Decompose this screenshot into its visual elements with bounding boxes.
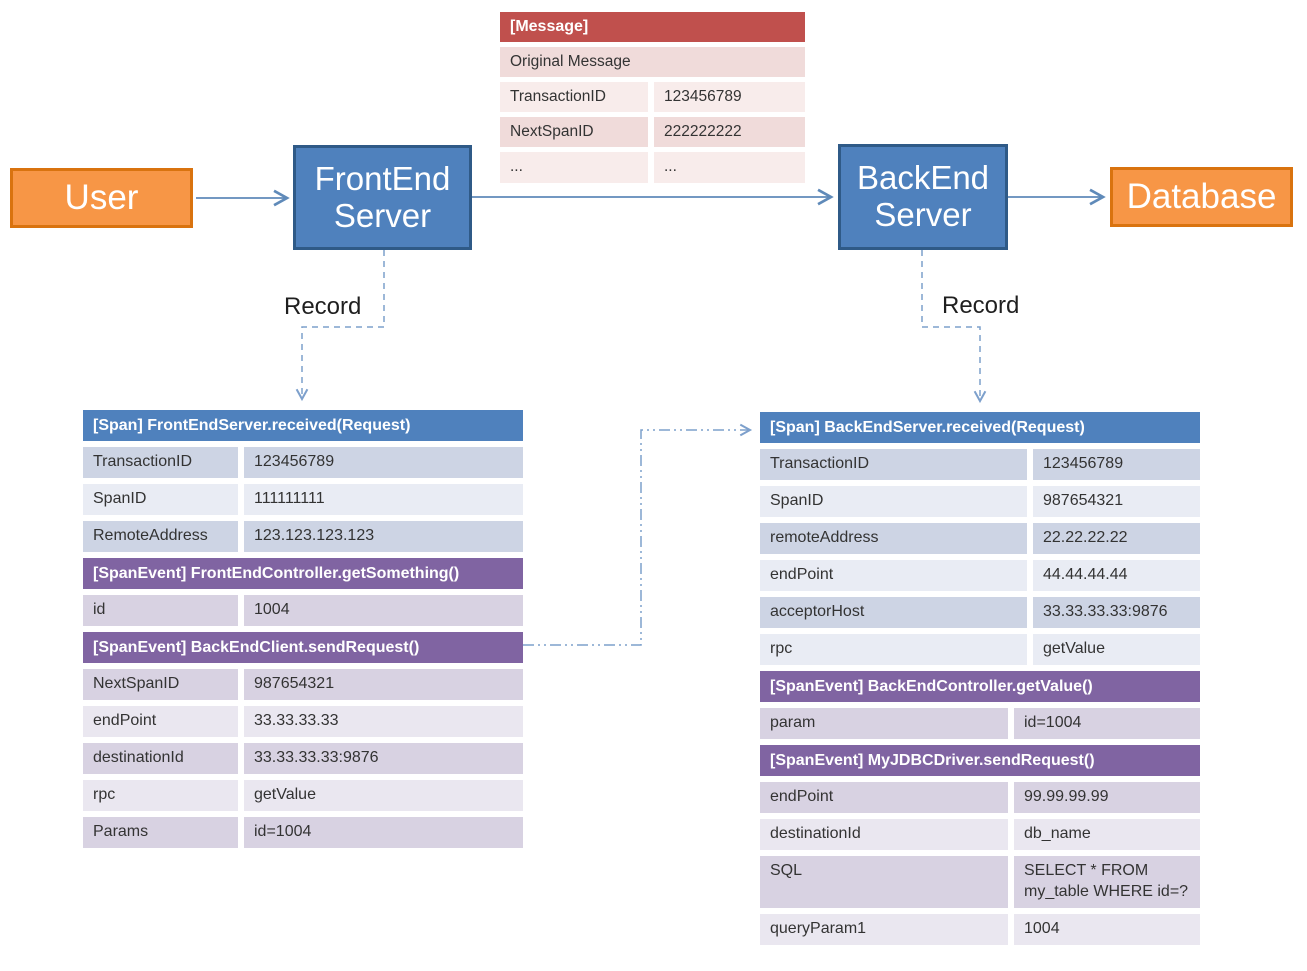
- row-key: NextSpanID: [83, 669, 238, 700]
- arrow-sendrequest-to-span: [523, 423, 753, 646]
- section-header-spanevent: [SpanEvent] MyJDBCDriver.sendRequest(): [760, 745, 1200, 776]
- record-label-frontend: Record: [284, 293, 362, 320]
- frontend-server-box: FrontEnd Server: [293, 145, 472, 250]
- row-key: SpanID: [83, 484, 238, 515]
- arrow-record-frontend: [295, 250, 385, 402]
- row-key: TransactionID: [83, 447, 238, 478]
- row-key: TransactionID: [500, 82, 648, 113]
- row-key: queryParam1: [760, 913, 1008, 945]
- row-key: SQL: [760, 856, 1008, 908]
- row-value: 123.123.123.123: [244, 521, 523, 552]
- row-value: getValue: [1033, 634, 1200, 665]
- backend-server-box: BackEnd Server: [838, 144, 1008, 250]
- record-label-backend: Record: [942, 292, 1020, 319]
- row-key: Original Message: [500, 47, 805, 78]
- backend-span-table: [Span] BackEndServer.received(Request) Tr…: [760, 412, 1200, 945]
- section-header-span: [Span] FrontEndServer.received(Request): [83, 410, 523, 441]
- row-value: id=1004: [244, 817, 523, 848]
- message-table: [Message] Original Message TransactionID…: [500, 12, 805, 183]
- row-value: 987654321: [244, 669, 523, 700]
- row-value: 987654321: [1033, 486, 1200, 517]
- row-value: getValue: [244, 780, 523, 811]
- row-key: param: [760, 708, 1008, 739]
- section-header-spanevent: [SpanEvent] BackEndClient.sendRequest(): [83, 632, 523, 663]
- row-value: 33.33.33.33:9876: [244, 743, 523, 774]
- message-table-header: [Message]: [500, 12, 805, 42]
- row-value: id=1004: [1014, 708, 1200, 739]
- frontend-span-table: [Span] FrontEndServer.received(Request) T…: [83, 410, 523, 848]
- row-value: 111111111: [244, 484, 523, 515]
- row-value: 222222222: [654, 117, 805, 148]
- row-key: RemoteAddress: [83, 521, 238, 552]
- row-value: 44.44.44.44: [1033, 560, 1200, 591]
- row-key: endPoint: [760, 560, 1027, 591]
- row-key: rpc: [760, 634, 1027, 665]
- row-key: Params: [83, 817, 238, 848]
- row-key: acceptorHost: [760, 597, 1027, 628]
- row-value: 1004: [1014, 913, 1200, 945]
- row-value: 123456789: [1033, 449, 1200, 480]
- row-key: remoteAddress: [760, 523, 1027, 554]
- row-value: db_name: [1014, 819, 1200, 850]
- arrow-record-backend: [921, 250, 987, 404]
- row-value: SELECT * FROM my_table WHERE id=?: [1014, 856, 1200, 908]
- row-value: 99.99.99.99: [1014, 782, 1200, 813]
- table-row: TransactionID 123456789: [500, 82, 805, 113]
- row-value: 22.22.22.22: [1033, 523, 1200, 554]
- row-value: 33.33.33.33:9876: [1033, 597, 1200, 628]
- section-header-spanevent: [SpanEvent] FrontEndController.getSometh…: [83, 558, 523, 589]
- row-value: ...: [654, 152, 805, 183]
- row-value: 123456789: [244, 447, 523, 478]
- row-key: TransactionID: [760, 449, 1027, 480]
- section-header-span: [Span] BackEndServer.received(Request): [760, 412, 1200, 443]
- row-value: 1004: [244, 595, 523, 626]
- table-row: NextSpanID 222222222: [500, 117, 805, 148]
- row-value: 123456789: [654, 82, 805, 113]
- row-key: rpc: [83, 780, 238, 811]
- database-box: Database: [1110, 167, 1293, 227]
- row-key: destinationId: [83, 743, 238, 774]
- row-key: id: [83, 595, 238, 626]
- row-key: endPoint: [83, 706, 238, 737]
- table-row: ... ...: [500, 152, 805, 183]
- row-key: ...: [500, 152, 648, 183]
- row-value: 33.33.33.33: [244, 706, 523, 737]
- row-key: endPoint: [760, 782, 1008, 813]
- section-header-spanevent: [SpanEvent] BackEndController.getValue(): [760, 671, 1200, 702]
- user-box: User: [10, 168, 193, 228]
- row-key: SpanID: [760, 486, 1027, 517]
- row-key: NextSpanID: [500, 117, 648, 148]
- row-key: destinationId: [760, 819, 1008, 850]
- table-row: Original Message: [500, 47, 805, 78]
